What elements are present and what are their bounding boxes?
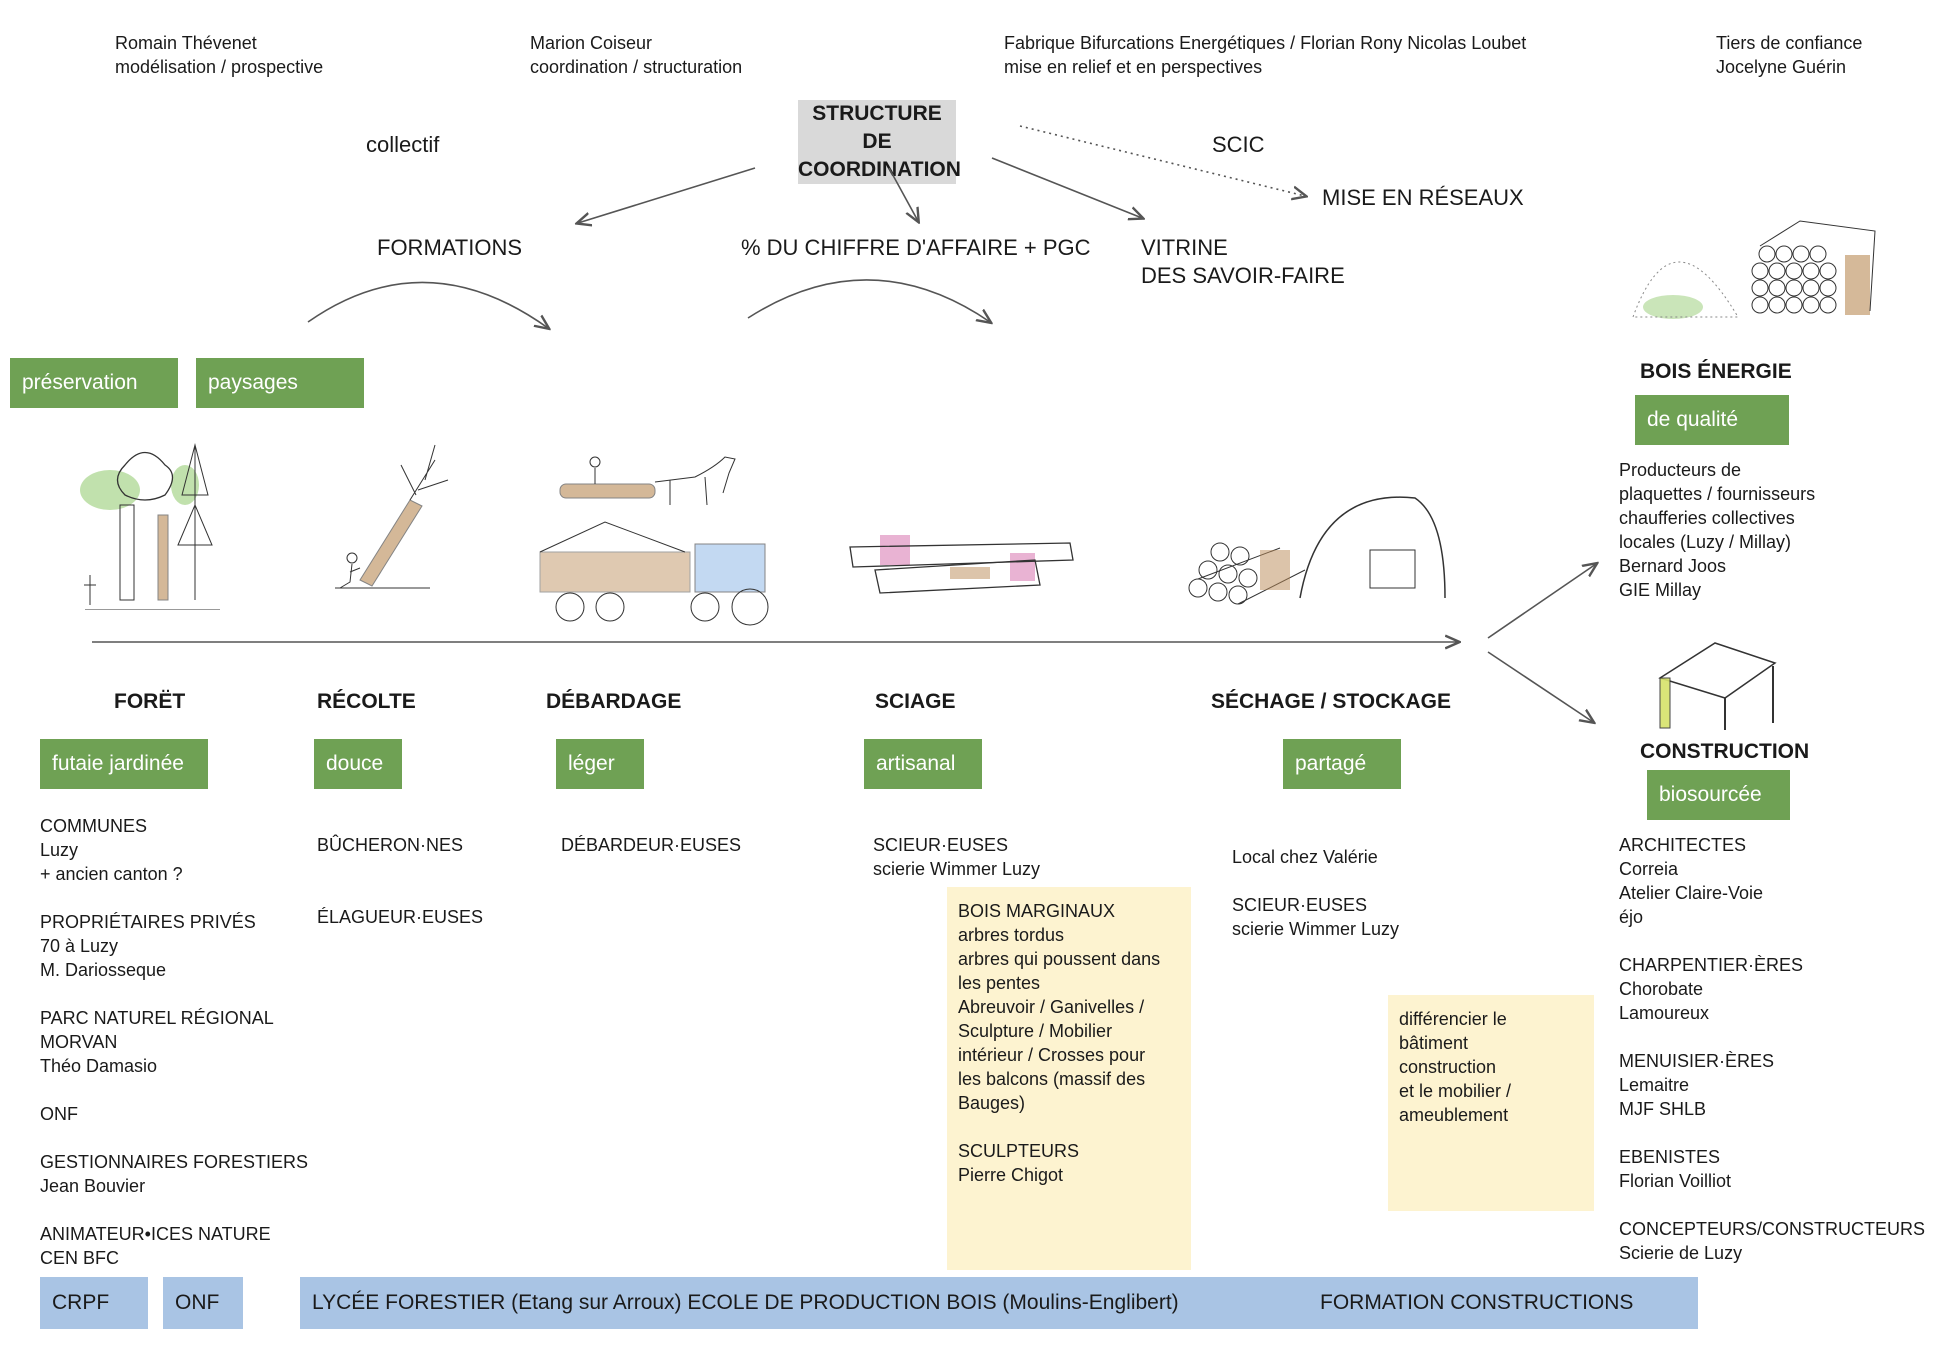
bois-energie-title: BOIS ÉNERGIE (1640, 360, 1792, 383)
stage-recolte-title: RÉCOLTE (317, 690, 416, 713)
actors-recolte: BÛCHERON·NES ÉLAGUEUR·EUSES (317, 835, 484, 927)
actors-debardage: DÉBARDEUR·EUSES (561, 835, 742, 855)
stage-sechage-title: SÉCHAGE / STOCKAGE (1211, 690, 1451, 713)
stage-foret-title: FORËT (114, 690, 186, 713)
firewood-stack-sketch-icon (1751, 220, 1876, 315)
tag-futaie-jardinee: futaie jardinée (40, 739, 208, 789)
actors-foret: COMMUNES Luzy + ancien canton ? PROPRIÉT… (40, 816, 309, 1268)
arrow-to-formations (578, 167, 756, 223)
person-romain: Romain Thévenet modélisation / prospecti… (115, 33, 324, 77)
vitrine-label: VITRINE DES SAVOIR-FAIRE (1141, 235, 1345, 288)
tag-paysages: paysages (196, 358, 364, 408)
drying-storage-sketch-icon (1188, 496, 1446, 605)
stage-debardage-title: DÉBARDAGE (546, 690, 682, 713)
arc-formations (307, 281, 548, 328)
forest-sketch-icon (80, 443, 220, 610)
tag-biosourcee: biosourcée (1647, 770, 1790, 820)
bar-lycee-label: LYCÉE FORESTIER (Etang sur Arroux) ECOLE… (312, 1291, 1179, 1314)
actors-construction: ARCHITECTES Correia Atelier Claire-Voie … (1619, 835, 1926, 1263)
bar-onf: ONF (163, 1277, 243, 1329)
actors-bois-energie: Producteurs de plaquettes / fournisseurs… (1619, 460, 1816, 600)
wood-chips-sketch-icon (1632, 261, 1739, 319)
stage-sciage-title: SCIAGE (875, 690, 956, 713)
note-differencier: différencier le bâtiment construction et… (1388, 995, 1594, 1211)
arrow-to-reseaux (1019, 125, 1305, 196)
skidding-sketch-icon (539, 456, 769, 626)
mise-en-reseaux-label: MISE EN RÉSEAUX (1322, 185, 1524, 210)
collectif-label: collectif (366, 132, 440, 157)
timber-frame-sketch-icon (1658, 642, 1777, 730)
actors-sechage: Local chez Valérie SCIEUR·EUSES scierie … (1232, 847, 1400, 939)
sawing-sketch-icon (849, 535, 1074, 594)
actors-sciage: SCIEUR·EUSES scierie Wimmer Luzy (873, 835, 1041, 879)
arc-chiffre (747, 279, 990, 322)
tag-artisanal: artisanal (864, 739, 982, 789)
arrow-to-vitrine (991, 157, 1142, 218)
tag-douce: douce (314, 739, 402, 789)
person-marion: Marion Coiseur coordination / structurat… (530, 33, 743, 77)
bar-formations: LYCÉE FORESTIER (Etang sur Arroux) ECOLE… (300, 1277, 1698, 1329)
tag-partage: partagé (1283, 739, 1401, 789)
person-fabrique: Fabrique Bifurcations Energétiques / Flo… (1004, 33, 1527, 77)
chiffre-affaire-label: % DU CHIFFRE D'AFFAIRE + PGC (741, 235, 1091, 260)
bar-crpf: CRPF (40, 1277, 148, 1329)
arrow-to-construction (1487, 651, 1593, 722)
coordination-title: STRUCTURE DE COORDINATION (798, 100, 961, 184)
tag-leger: léger (556, 739, 644, 789)
tag-preservation: préservation (10, 358, 178, 408)
tag-de-qualite: de qualité (1635, 395, 1789, 445)
arrow-to-bois-energie (1487, 564, 1596, 639)
formations-label: FORMATIONS (377, 235, 523, 260)
felling-sketch-icon (335, 444, 449, 589)
scic-label: SCIC (1212, 132, 1265, 157)
bar-formation-constructions-label: FORMATION CONSTRUCTIONS (1320, 1291, 1634, 1314)
person-tiers: Tiers de confiance Jocelyne Guérin (1716, 33, 1863, 77)
arrow-to-chiffre (888, 167, 918, 221)
note-bois-marginaux: BOIS MARGINAUX arbres tordus arbres qui … (947, 887, 1191, 1270)
construction-title: CONSTRUCTION (1640, 740, 1810, 763)
